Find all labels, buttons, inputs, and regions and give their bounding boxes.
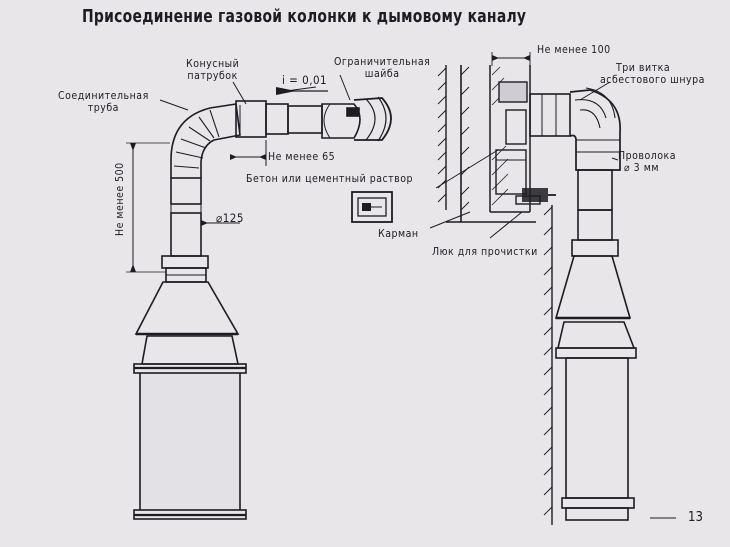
vertical-pipe	[170, 212, 202, 257]
pocket-detail	[351, 191, 393, 223]
conical-nozzle	[265, 103, 289, 135]
label-slope: i = 0,01	[282, 73, 328, 87]
label-line: асбестового шнура	[600, 74, 705, 86]
label-asbestos: Три витка асбестового шнура	[600, 62, 705, 86]
label-conical-nozzle: Конусный патрубок	[186, 58, 239, 82]
label-line: Три витка	[616, 62, 671, 74]
right-assembly	[429, 52, 676, 525]
label-min-500: Не менее 500	[114, 162, 126, 236]
label-line: Ограничительная	[334, 56, 431, 68]
label-line: ⌀ 3 мм	[624, 162, 659, 174]
label-connecting-pipe: Соединительная труба	[58, 90, 149, 114]
heater-body	[139, 367, 241, 517]
label-cleanout-hatch: Люк для прочистки	[432, 246, 538, 258]
label-wire: Проволока ⌀ 3 мм	[618, 150, 676, 174]
label-line: шайба	[364, 68, 400, 80]
label-line: Проволока	[618, 150, 677, 162]
label-line: труба	[87, 102, 119, 114]
hood-collar	[161, 255, 209, 269]
heater-shoulder	[141, 335, 239, 365]
page-number: 13	[688, 510, 703, 525]
label-min-65: Не менее 65	[268, 151, 336, 163]
vertical-pipe-upper	[170, 177, 202, 205]
label-pocket: Карман	[378, 228, 419, 240]
label-min-100: Не менее 100	[537, 44, 611, 56]
label-line: Соединительная	[58, 90, 149, 102]
label-line: патрубок	[187, 70, 238, 82]
label-concrete: Бетон или цементный раствор	[246, 173, 414, 185]
horizontal-pipe-b	[287, 105, 323, 134]
restrictor-washer	[321, 103, 361, 139]
draft-hood	[134, 281, 240, 335]
label-line: Конусный	[186, 58, 240, 70]
diagram-title: Присоединение газовой колонки к дымовому…	[82, 6, 527, 27]
label-restrictor-washer: Ограничительная шайба	[334, 56, 430, 80]
left-heater-assembly	[126, 74, 392, 520]
label-diameter-125: ⌀125	[216, 211, 244, 225]
